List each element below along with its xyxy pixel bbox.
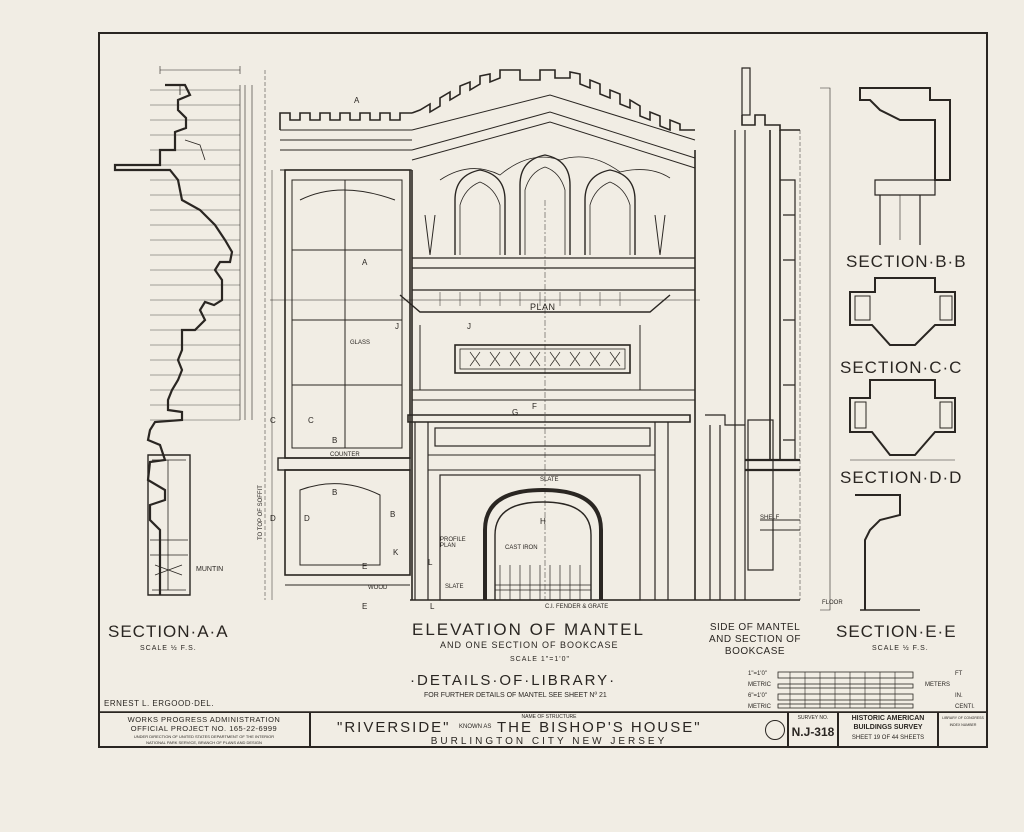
label-counter: COUNTER: [330, 452, 360, 458]
structure-name-known: KNOWN AS: [459, 724, 492, 730]
marker-e: E: [362, 562, 368, 571]
loc-line-1: LIBRARY OF CONGRESS: [942, 716, 984, 720]
marker-b-2: B: [332, 488, 338, 497]
loc-line-2: INDEX NUMBER: [949, 723, 977, 727]
scale-row-4: METRIC: [748, 704, 771, 710]
marker-c-2: C: [308, 416, 314, 425]
scale-unit-1: FT: [955, 671, 963, 677]
marker-j: J: [395, 322, 399, 331]
habs-cell: HISTORIC AMERICAN BUILDINGS SURVEY SHEET…: [838, 712, 938, 748]
marker-d: D: [270, 514, 276, 523]
label-slate-lower: SLATE: [445, 584, 464, 590]
survey-label: SURVEY NO.: [797, 715, 829, 721]
structure-name-alt: THE BISHOP'S HOUSE": [497, 719, 702, 736]
section-dd-title: SECTION·D·D: [840, 468, 963, 487]
marker-a-top: A: [354, 96, 360, 105]
structure-name-cell: NAME OF STRUCTURE "RIVERSIDE" KNOWN AS T…: [310, 712, 788, 748]
scale-unit-2: METERS: [925, 682, 951, 688]
marker-l: L: [428, 558, 433, 567]
side-title-3: BOOKCASE: [724, 646, 786, 657]
habs-line-1: HISTORIC AMERICAN: [851, 715, 925, 722]
marker-g: G: [512, 408, 519, 417]
marker-d-2: D: [304, 514, 310, 523]
side-title-2: AND SECTION OF: [708, 634, 801, 645]
label-shelf: SHELF: [760, 515, 780, 521]
bookcase-section: [270, 169, 700, 600]
label-floor: FLOOR: [822, 600, 843, 606]
delineator: ERNEST L. ERGOOD·DEL.: [104, 699, 214, 708]
habs-sheet: SHEET 19 OF 44 SHEETS: [851, 735, 925, 741]
label-wood: WOOD: [368, 585, 388, 591]
marker-j-2: J: [467, 322, 471, 331]
label-muntin: MUNTIN: [196, 566, 224, 573]
wpa-line-3: UNDER DIRECTION OF UNITED STATES DEPARTM…: [133, 734, 275, 739]
elevation-scale: SCALE 1"=1'0": [510, 656, 570, 663]
section-bb-profile: [849, 277, 956, 346]
marker-k: K: [393, 548, 399, 557]
marker-f: F: [532, 402, 537, 411]
marker-a: A: [362, 258, 368, 267]
structure-label: NAME OF STRUCTURE: [521, 714, 577, 720]
structure-location: BURLINGTON CITY NEW JERSEY: [430, 736, 668, 747]
marker-b: B: [332, 436, 338, 445]
habs-line-2: BUILDINGS SURVEY: [853, 724, 923, 731]
side-title-1: SIDE OF MANTEL: [709, 622, 801, 633]
wpa-line-1: WORKS PROGRESS ADMINISTRATION: [127, 715, 281, 724]
section-aa-profile: [113, 66, 266, 600]
wpa-line-2: OFFICIAL PROJECT NO. 165-22-6999: [130, 724, 278, 733]
label-plan: PLAN: [530, 302, 556, 312]
details-note: FOR FURTHER DETAILS OF MANTEL SEE SHEET …: [424, 692, 607, 699]
section-ee-profile: [820, 87, 951, 611]
section-aa-scale: SCALE ½ F.S.: [140, 645, 197, 652]
wpa-cell: WORKS PROGRESS ADMINISTRATION OFFICIAL P…: [98, 712, 310, 748]
marker-h: H: [540, 517, 546, 526]
marker-c: C: [270, 416, 276, 425]
survey-number: N.J-318: [791, 725, 835, 739]
mantel-elevation: [279, 69, 700, 601]
structure-name-main: "RIVERSIDE": [337, 719, 451, 736]
label-cast-iron: CAST IRON: [505, 545, 538, 551]
scale-row-2: METRIC: [748, 682, 771, 688]
scale-row-3: 6"=1'0": [748, 693, 767, 699]
section-aa-title: SECTION·A·A: [108, 622, 229, 641]
label-slate: SLATE: [540, 477, 559, 483]
scale-unit-3: IN.: [955, 693, 963, 699]
seal-icon: [765, 720, 785, 740]
details-title: ·DETAILS·OF·LIBRARY·: [410, 672, 617, 689]
label-fender-grate: C.I. FENDER & GRATE: [545, 604, 609, 610]
loc-cell: LIBRARY OF CONGRESS INDEX NUMBER: [938, 712, 988, 748]
label-soffit: TO TOP OF SOFFIT: [258, 485, 264, 540]
elevation-title: ELEVATION OF MANTEL: [412, 620, 645, 639]
label-profile-plan: PROFILE PLAN: [440, 537, 466, 549]
elevation-subtitle: AND ONE SECTION OF BOOKCASE: [440, 640, 619, 650]
section-ee-scale: SCALE ½ F.S.: [872, 645, 929, 652]
marker-e-2: E: [362, 602, 368, 611]
marker-l-2: L: [430, 602, 435, 611]
wpa-line-4: NATIONAL PARK SERVICE, BRANCH OF PLANS A…: [146, 740, 262, 745]
scale-unit-4: CENTI.: [955, 704, 975, 710]
side-of-mantel: [700, 67, 801, 601]
section-cc-profile: [849, 379, 956, 461]
survey-cell: SURVEY NO. N.J-318: [788, 712, 838, 748]
section-cc-title: SECTION·C·C: [840, 358, 963, 377]
section-ee-title: SECTION·E·E: [836, 622, 957, 641]
scale-row-1: 1"=1'0": [748, 671, 767, 677]
graphic-scale: [777, 671, 914, 709]
section-bb-title: SECTION·B·B: [846, 252, 967, 271]
label-glass: GLASS: [350, 340, 371, 346]
marker-b-3: B: [390, 510, 396, 519]
